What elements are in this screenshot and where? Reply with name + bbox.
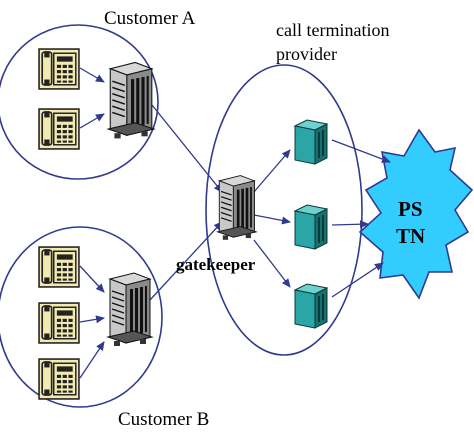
link-gatekeeper-gw3: [253, 239, 291, 288]
gateway-box-icon: [294, 204, 328, 250]
link-phone-a2: [79, 113, 105, 129]
gateway-box-icon: [294, 283, 328, 329]
link-gatekeeper-gw1: [253, 149, 291, 193]
link-phone-b1: [79, 265, 105, 293]
link-gw3-pstn: [331, 262, 384, 298]
link-gatekeeper-gw2: [253, 214, 291, 225]
telephone-icon: [38, 108, 80, 150]
telephone-icon: [38, 246, 80, 288]
server-tower-icon: [107, 61, 155, 140]
provider-label-line1: call termination: [276, 20, 389, 40]
gatekeeper-label: gatekeeper: [176, 255, 256, 274]
customer-a-label: Customer A: [104, 8, 196, 29]
provider-group: [205, 64, 363, 356]
telephone-icon: [38, 302, 80, 344]
telephone-icon: [38, 358, 80, 400]
telephone-icon: [38, 48, 80, 90]
gateway-box-icon: [294, 119, 328, 165]
link-phone-b2: [79, 315, 105, 324]
provider-label-line2: provider: [276, 44, 337, 64]
gatekeeper-server-icon: [216, 174, 257, 241]
link-phone-a1: [79, 67, 105, 83]
server-tower-icon: [107, 272, 153, 347]
pstn-label-line1: PS: [398, 197, 423, 221]
link-server-a-gatekeeper: [151, 104, 223, 193]
connections: [79, 67, 391, 379]
customer-b-label: Customer B: [118, 409, 209, 430]
pstn-label-line2: TN: [396, 224, 425, 248]
link-phone-b3: [79, 341, 105, 379]
link-gw1-pstn: [331, 139, 391, 163]
customer-a-group: [0, 24, 159, 180]
link-gw2-pstn: [331, 220, 369, 229]
pstn-cloud: [358, 128, 474, 300]
customer-b-group: [0, 226, 163, 408]
link-server-b-gatekeeper: [149, 221, 223, 301]
